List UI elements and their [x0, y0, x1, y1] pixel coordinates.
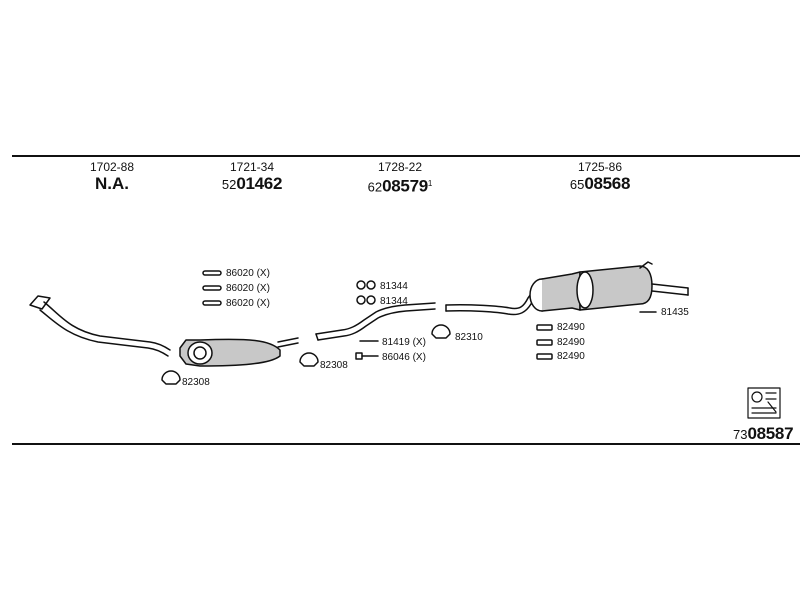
- label-rubber-3: 82490: [557, 351, 585, 362]
- clamp-icons: [161, 324, 451, 385]
- label-rubber-1: 82490: [557, 322, 585, 333]
- label-front-clamp: 82308: [182, 377, 210, 388]
- mid-pipe-drawing: [315, 302, 436, 341]
- label-clamp-2: 82310: [455, 332, 483, 343]
- label-hanger-1: 86020 (X): [226, 268, 270, 279]
- na-label: N.A.: [95, 174, 129, 193]
- bottom-divider: [12, 443, 800, 445]
- hanger-icons: [202, 270, 222, 306]
- section-header-front-muffler: 1721-34 5201462: [192, 160, 312, 193]
- part-number: 1728-22: [377, 160, 423, 174]
- rubber-mount-icons: [536, 311, 657, 360]
- label-gasket-1: 81344: [380, 281, 408, 292]
- bolt-nut-icons: [355, 340, 379, 360]
- catalog-stamp-icon: [747, 387, 781, 419]
- label-rubber-2: 82490: [557, 337, 585, 348]
- gasket-icons: [356, 280, 376, 305]
- section-header-front-pipe: 1702-88 N.A.: [52, 160, 172, 194]
- label-gasket-2: 81344: [380, 296, 408, 307]
- top-divider: [12, 155, 800, 157]
- label-tail-part: 81435: [661, 307, 689, 318]
- order-code: 5201462: [221, 174, 283, 193]
- part-number: 1725-86: [577, 160, 623, 174]
- front-muffler-drawing: [179, 337, 299, 367]
- section-header-mid-pipe: 1728-22 62085791: [340, 160, 460, 195]
- label-hanger-3: 86020 (X): [226, 298, 270, 309]
- label-bolt: 81419 (X): [382, 337, 426, 348]
- label-nut: 86046 (X): [382, 352, 426, 363]
- front-pipe-drawing: [29, 295, 171, 357]
- part-number: 1702-88: [89, 160, 135, 174]
- footer-code: 7308587: [733, 424, 794, 443]
- order-code: 6508568: [569, 174, 631, 193]
- rear-muffler-drawing: [445, 261, 689, 316]
- part-number: 1721-34: [229, 160, 275, 174]
- label-hanger-2: 86020 (X): [226, 283, 270, 294]
- section-header-rear-muffler: 1725-86 6508568: [540, 160, 660, 193]
- order-code: 62085791: [367, 176, 433, 196]
- label-mid-clamp: 82308: [320, 360, 348, 371]
